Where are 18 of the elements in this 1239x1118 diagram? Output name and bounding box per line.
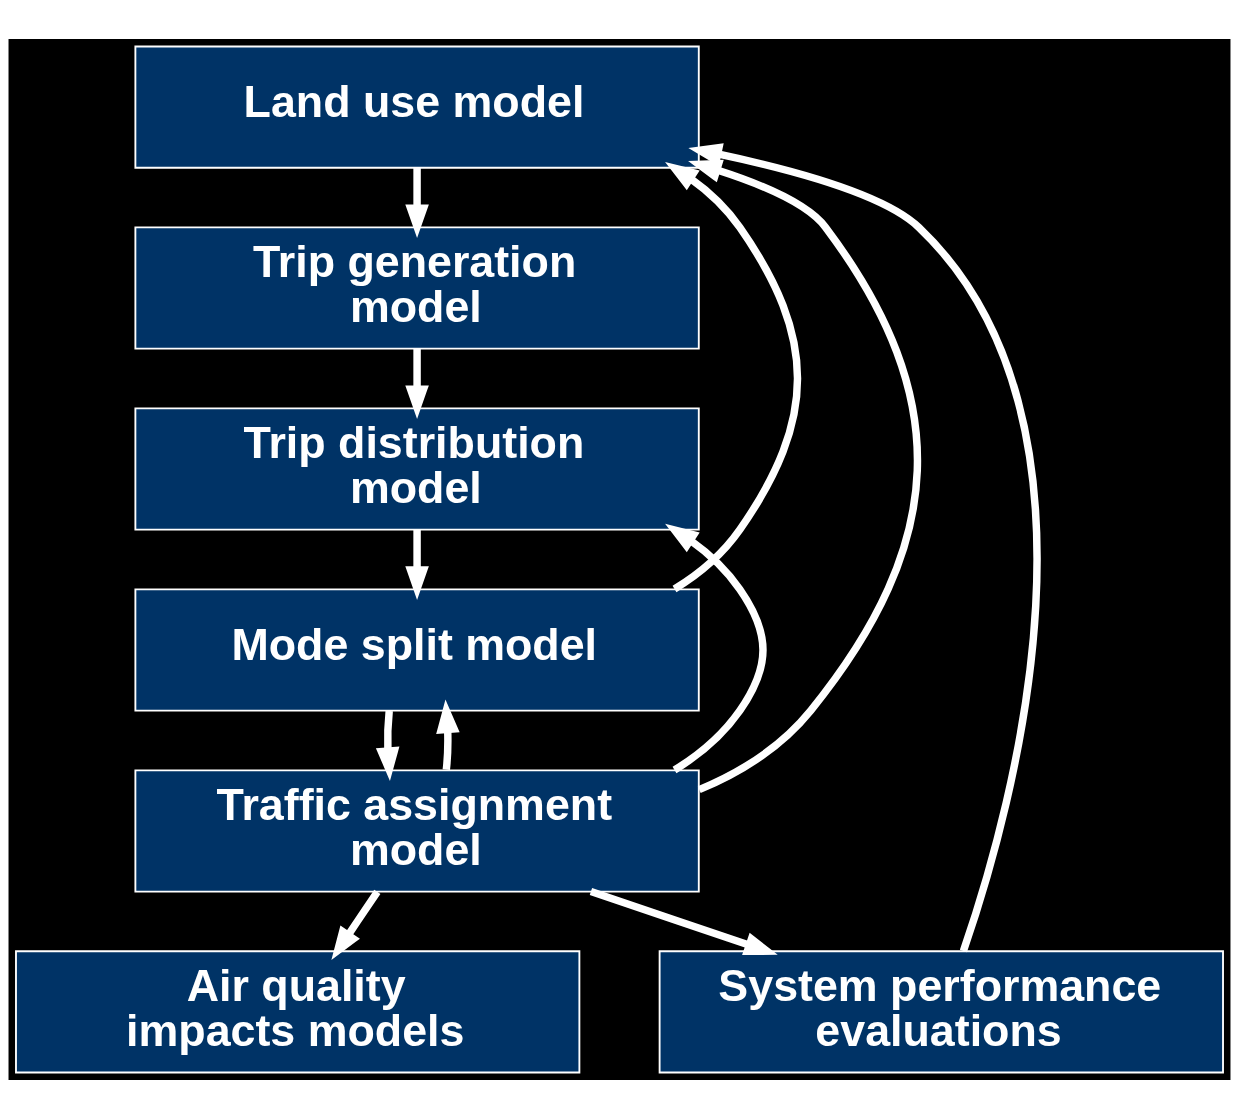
node-box: Air quality impacts models — [15, 949, 581, 1073]
arrow — [375, 710, 400, 781]
arrow — [665, 523, 767, 773]
arrow — [436, 699, 460, 770]
node-box: Mode split model — [134, 587, 700, 712]
arrow — [405, 529, 429, 600]
arrow — [688, 159, 921, 793]
node-box: System performance evaluations — [658, 949, 1224, 1073]
arrow — [331, 889, 381, 960]
node-box: Traffic assignment model — [134, 768, 700, 892]
arrow — [665, 161, 802, 592]
node-box: Trip distribution model — [134, 406, 700, 531]
node-box: Trip generation model — [134, 226, 700, 350]
arrow — [405, 348, 429, 419]
arrow — [405, 167, 429, 238]
arrow — [589, 887, 778, 955]
node-box: Land use model — [134, 45, 700, 169]
arrow — [688, 142, 1041, 952]
